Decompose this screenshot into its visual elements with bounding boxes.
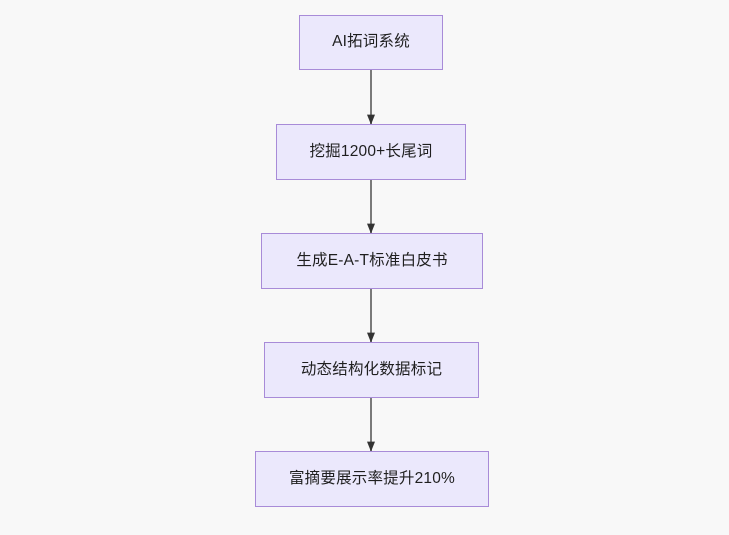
flow-node-ai-keyword-system[interactable]: AI拓词系统: [299, 15, 443, 70]
flow-node-label: 动态结构化数据标记: [300, 360, 443, 378]
flow-node-label: 富摘要展示率提升210%: [288, 469, 456, 487]
flow-node-label: AI拓词系统: [332, 33, 410, 51]
flow-node-generate-eat-whitepaper[interactable]: 生成E-A-T标准白皮书: [261, 233, 483, 289]
flow-node-label: 生成E-A-T标准白皮书: [296, 251, 448, 269]
flow-node-label: 挖掘1200+长尾词: [309, 142, 433, 160]
flow-node-rich-snippet-rate-increase[interactable]: 富摘要展示率提升210%: [255, 451, 489, 507]
flow-node-dynamic-structured-data-markup[interactable]: 动态结构化数据标记: [264, 342, 479, 398]
flow-node-mine-longtail-keywords[interactable]: 挖掘1200+长尾词: [276, 124, 466, 180]
